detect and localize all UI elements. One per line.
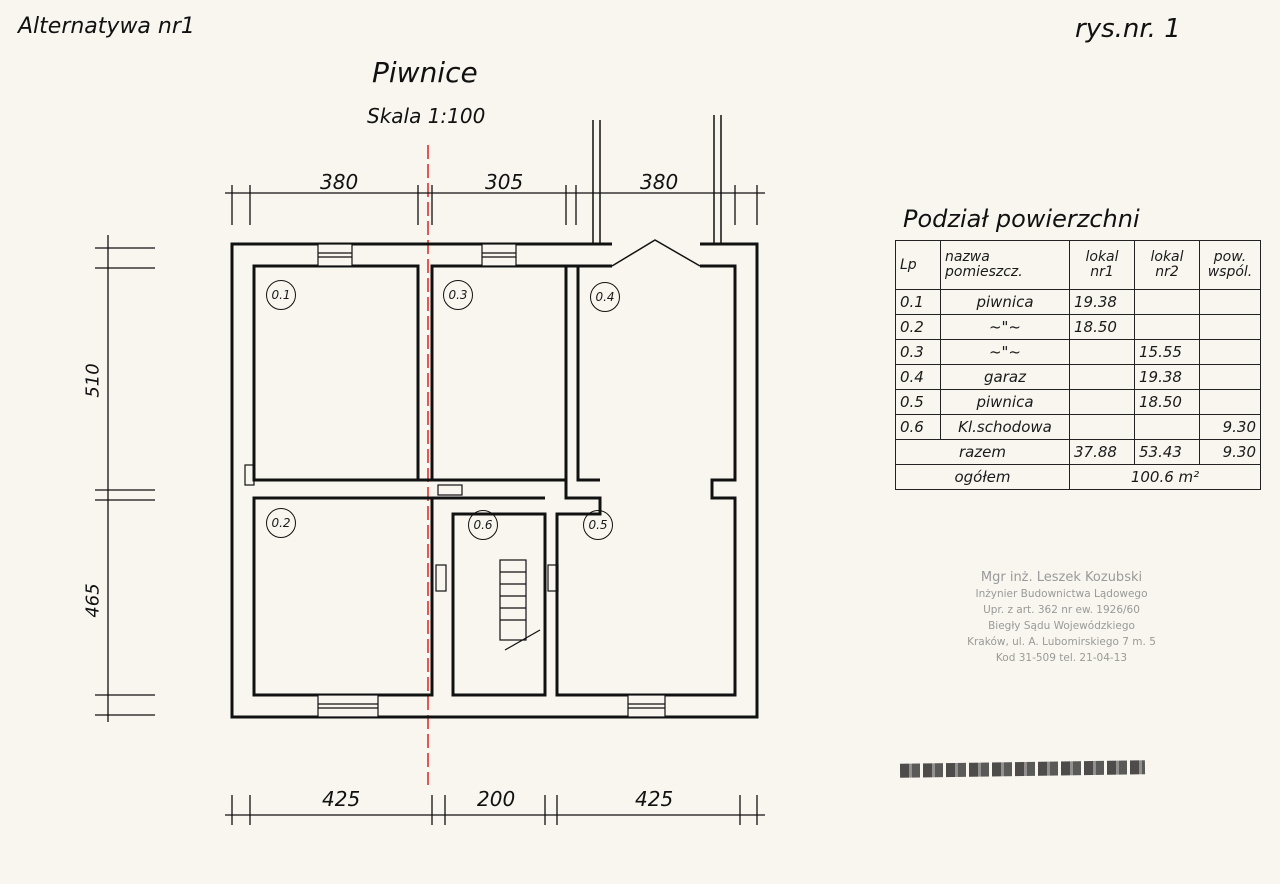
dim-left-1: 510 <box>82 363 104 398</box>
dim-top-2: 305 <box>485 170 524 194</box>
room-label-0-5: 0.5 <box>583 510 613 540</box>
stamp-line: Biegły Sądu Wojewódzkiego <box>988 620 1135 632</box>
cell: 0.1 <box>895 289 941 315</box>
table-row: 0.3~"~ 15.55 <box>895 339 1261 365</box>
alternative-label: Alternatywa nr1 <box>18 14 195 39</box>
cell <box>1069 414 1135 440</box>
walls <box>230 242 759 719</box>
engineer-stamp: Mgr inż. Leszek Kozubski Inżynier Budown… <box>944 570 1179 666</box>
cell: 15.55 <box>1134 339 1200 365</box>
header-wspol: pow. wspól. <box>1199 240 1261 290</box>
dim-top-1: 380 <box>320 170 359 194</box>
stamp-line: Kraków, ul. A. Lubomirskiego 7 m. 5 <box>967 636 1156 648</box>
cell <box>1199 289 1261 315</box>
cell <box>1069 339 1135 365</box>
cell: 0.4 <box>895 364 941 390</box>
header-lp: Lp <box>895 240 941 290</box>
cell: 18.50 <box>1069 314 1135 340</box>
cell <box>1199 339 1261 365</box>
garage-door <box>611 239 701 268</box>
header-lokal1: lokal nr1 <box>1069 240 1135 290</box>
cell <box>1069 389 1135 415</box>
cell: 19.38 <box>1069 289 1135 315</box>
dim-left-2: 465 <box>82 583 104 618</box>
total-label: razem <box>895 439 1070 465</box>
cell: 18.50 <box>1134 389 1200 415</box>
cell <box>1069 364 1135 390</box>
cell: 0.2 <box>895 314 941 340</box>
drawing-number: rys.nr. 1 <box>1075 14 1181 44</box>
cell <box>1199 314 1261 340</box>
cell <box>1134 314 1200 340</box>
cell <box>1199 389 1261 415</box>
dimension-lines <box>95 185 765 825</box>
cell: 0.3 <box>895 339 941 365</box>
dim-bottom-2: 200 <box>477 787 516 811</box>
dim-bottom-3: 425 <box>635 787 674 811</box>
cell <box>1199 364 1261 390</box>
grand-total-value: 100.6 m² <box>1069 464 1261 490</box>
cell <box>1134 289 1200 315</box>
cell: piwnica <box>940 289 1070 315</box>
header-lokal2: lokal nr2 <box>1134 240 1200 290</box>
table-row: 0.2~"~18.50 <box>895 314 1261 340</box>
room-label-0-4: 0.4 <box>590 282 620 312</box>
total-lokal1: 37.88 <box>1069 439 1135 465</box>
stamp-line: Mgr inż. Leszek Kozubski <box>980 570 1143 585</box>
table-title: Podział powierzchni <box>903 205 1140 233</box>
external-lines <box>592 115 722 244</box>
room-label-0-1: 0.1 <box>266 280 296 310</box>
cell: garaz <box>940 364 1070 390</box>
stairs <box>499 559 541 651</box>
stamp-line: Inżynier Budownictwa Lądowego <box>975 588 1148 600</box>
total-lokal2: 53.43 <box>1134 439 1200 465</box>
total-wspol: 9.30 <box>1199 439 1261 465</box>
room-label-0-6: 0.6 <box>468 510 498 540</box>
cell: 19.38 <box>1134 364 1200 390</box>
plan-title: Piwnice <box>372 56 478 89</box>
room-label-0-3: 0.3 <box>443 280 473 310</box>
plan-scale: Skala 1:100 <box>367 104 486 128</box>
cell: 0.5 <box>895 389 941 415</box>
windows <box>317 243 666 718</box>
cell <box>1134 414 1200 440</box>
dim-top-3: 380 <box>640 170 679 194</box>
dim-bottom-1: 425 <box>322 787 361 811</box>
cell: ~"~ <box>940 339 1070 365</box>
header-name: nazwa pomieszcz. <box>940 240 1070 290</box>
stamp-line: Kod 31-509 tel. 21-04-13 <box>995 652 1128 664</box>
cell: 9.30 <box>1199 414 1261 440</box>
cell: 0.6 <box>895 414 941 440</box>
stamp-line: Upr. z art. 362 nr ew. 1926/60 <box>983 604 1140 616</box>
room-label-0-2: 0.2 <box>266 508 296 538</box>
cell: Kl.schodowa <box>940 414 1070 440</box>
grand-total-label: ogółem <box>895 464 1070 490</box>
chimneys <box>244 464 559 592</box>
cell: ~"~ <box>940 314 1070 340</box>
cell: piwnica <box>940 389 1070 415</box>
